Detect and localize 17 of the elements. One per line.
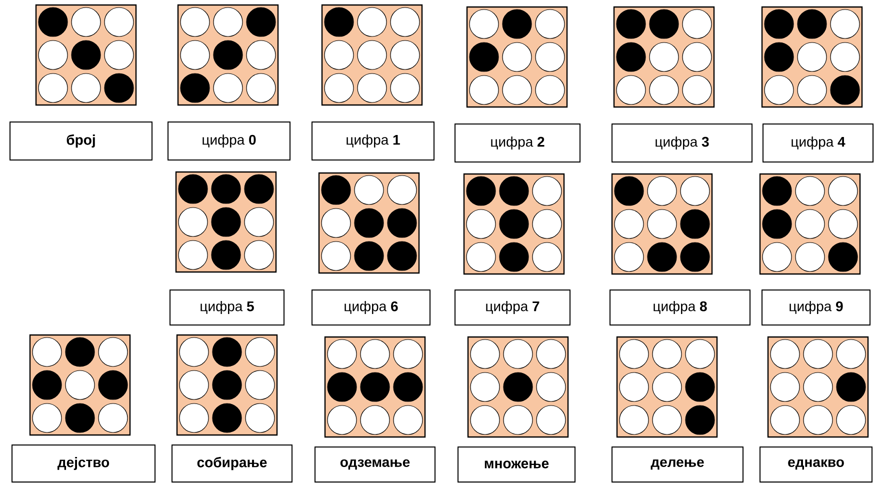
label-box: цифра 6 [312, 290, 430, 326]
label-box: цифра 8 [610, 290, 750, 326]
label-box: еднакво [760, 446, 872, 482]
label-box: делење [612, 446, 744, 482]
label-box: цифра 4 [762, 124, 874, 162]
label-box: цифра 1 [312, 122, 434, 160]
label-box: цифра 7 [454, 290, 570, 326]
label-box: цифра 0 [168, 122, 290, 160]
label-box: цифра 2 [454, 124, 580, 162]
label-box: цифра 9 [762, 290, 870, 326]
label-box: број [10, 122, 152, 160]
label-box: цифра 3 [612, 124, 752, 162]
label-box: множење [458, 446, 576, 482]
label-box: цифра 5 [170, 290, 284, 326]
label-box: собирање [172, 444, 292, 482]
label-box: дејство [12, 444, 156, 482]
label-box: одземање [314, 446, 436, 482]
